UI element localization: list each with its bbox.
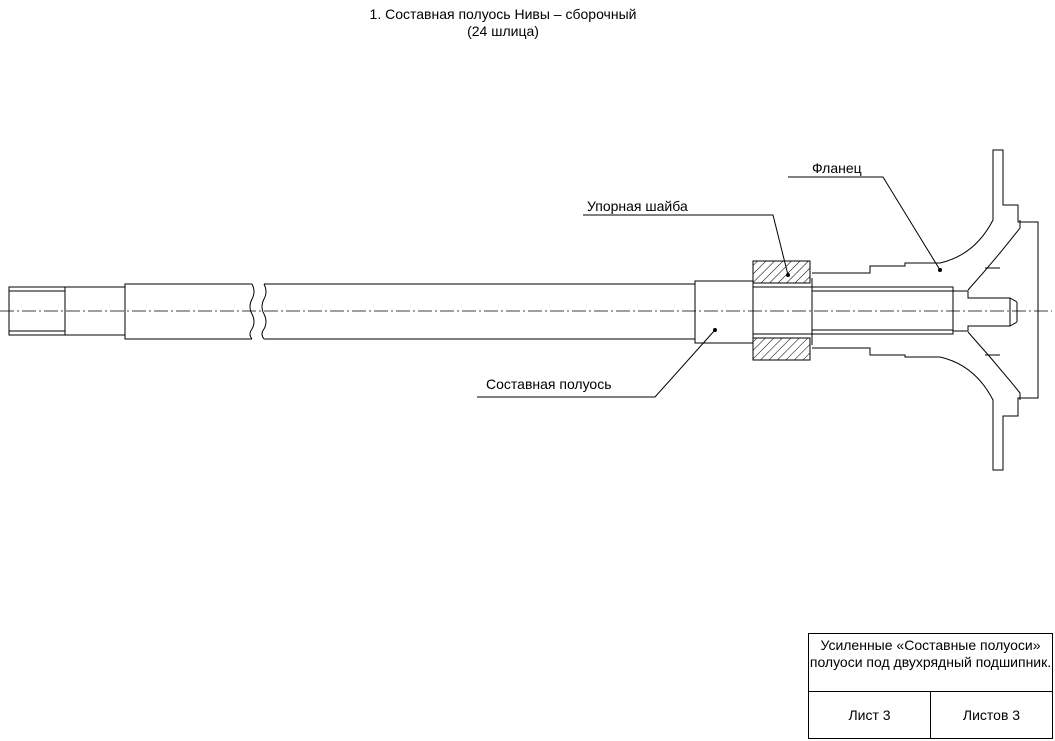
drawing-subtitle: (24 шлица) [467, 23, 539, 39]
title-block-sheet-row: Лист 3 Листов 3 [809, 692, 1052, 738]
drawing-title: 1. Составная полуось Нивы – сборочный [369, 6, 637, 22]
inner-shaft [752, 286, 954, 335]
axle-shaft [8, 278, 954, 345]
callout-composite-axle: Составная полуось [486, 376, 612, 392]
title-block: Усиленные «Составные полуоси» полуоси по… [808, 633, 1053, 739]
callout-flange: Фланец [812, 160, 862, 176]
shaft-body [124, 283, 696, 340]
sheets-total: Листов 3 [930, 692, 1052, 738]
thrust-washer [752, 260, 811, 361]
leader-lines [477, 176, 941, 398]
flange [812, 149, 1039, 471]
sheet-number: Лист 3 [848, 707, 891, 723]
break-line-left [249, 283, 255, 340]
break-line-right [261, 283, 267, 340]
leader-dots [713, 268, 942, 332]
title-block-description: Усиленные «Составные полуоси» полуоси по… [809, 634, 1052, 692]
axle-tip [953, 290, 1011, 332]
axle-step [694, 280, 754, 344]
callout-thrust-washer: Упорная шайба [587, 198, 688, 214]
